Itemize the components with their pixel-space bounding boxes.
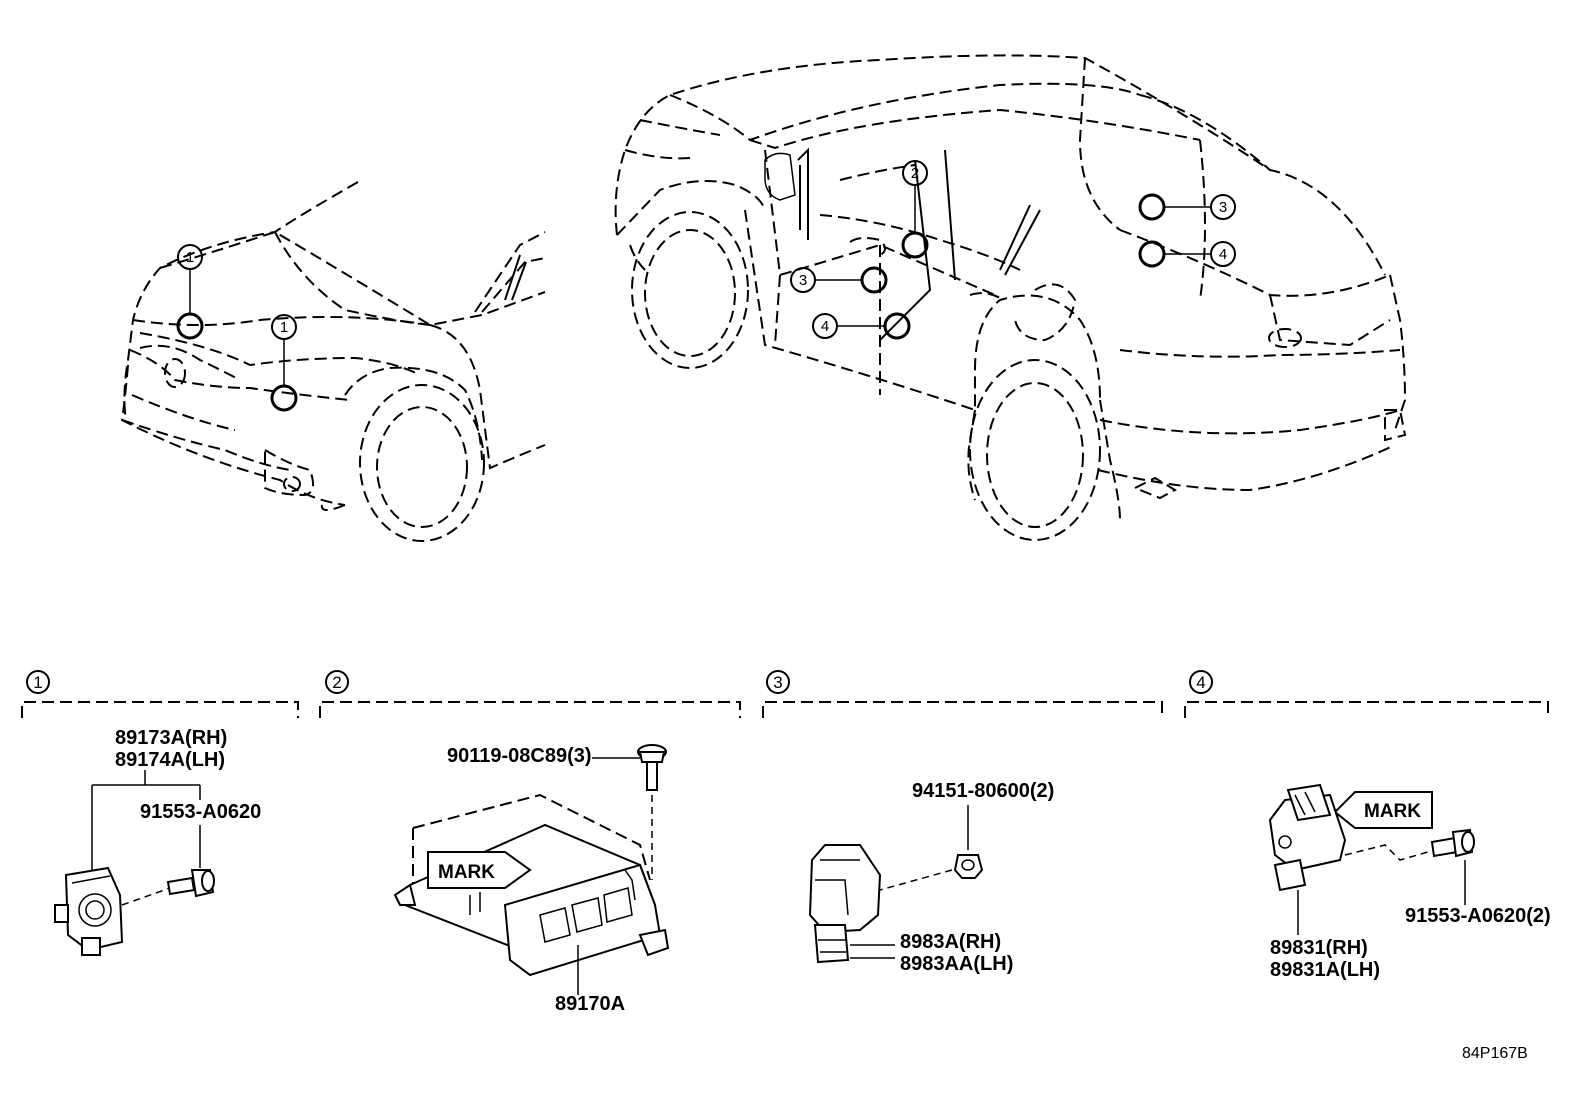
bolt-part xyxy=(637,744,667,791)
callout-4-marker: 4 xyxy=(1219,246,1227,263)
mark-label: MARK xyxy=(1364,801,1421,822)
airbag-control-module-group: 90119-08C89(3) MARK 89170A xyxy=(393,744,670,1015)
section-4: 4 xyxy=(1184,670,1549,718)
bolt-label-91553-2: 91553-A0620(2) xyxy=(1405,905,1551,927)
part-label-89831a: 89831A(LH) xyxy=(1270,959,1380,981)
callout-4-marker: 4 xyxy=(821,318,829,335)
bolt-label-91553: 91553-A0620 xyxy=(140,801,261,823)
front-airbag-sensor-group: 89173A(RH) 89174A(LH) 91553-A0620 xyxy=(54,727,261,956)
section-1: 1 xyxy=(21,670,299,718)
illustration-code: 84P167B xyxy=(1462,1045,1528,1062)
front-vehicle-illustration: 1 1 xyxy=(120,181,546,542)
nut-part xyxy=(953,854,984,879)
callout-3-marker: 3 xyxy=(799,272,807,289)
mark-tag: MARK xyxy=(1333,791,1433,829)
part-label-89831: 89831(RH) xyxy=(1270,937,1368,959)
callout-3-marker: 3 xyxy=(1219,199,1227,216)
bolt-part xyxy=(1430,828,1475,858)
rear-vehicle-illustration: 2 3 4 3 4 xyxy=(614,54,1407,541)
callout-2-marker: 2 xyxy=(911,165,919,182)
bolt-label-90119: 90119-08C89(3) xyxy=(447,745,592,767)
side-airbag-sensor-group: 94151-80600(2) 8983A(RH) 8983AA(LH) xyxy=(808,780,1054,975)
side-airbag-sensor-part xyxy=(808,844,882,964)
part-label-89170a: 89170A xyxy=(555,993,625,1015)
part-label-89173a: 89173A(RH) xyxy=(115,727,227,749)
section-3-number: 3 xyxy=(773,673,782,692)
section-3: 3 xyxy=(762,670,1163,718)
mark-tag: MARK xyxy=(427,851,532,889)
airbag-ecu-part xyxy=(393,823,670,977)
callout-1-marker: 1 xyxy=(186,249,194,266)
section-4-number: 4 xyxy=(1196,673,1205,692)
part-label-89174a: 89174A(LH) xyxy=(115,749,225,771)
part-label-8983aa: 8983AA(LH) xyxy=(900,953,1013,975)
rear-airbag-sensor-group: MARK 91553-A0620(2) 89831(RH) 89831A(LH) xyxy=(1268,783,1551,981)
section-2-number: 2 xyxy=(332,673,341,692)
part-label-8983a: 8983A(RH) xyxy=(900,931,1001,953)
callout-1-marker: 1 xyxy=(280,319,288,336)
nut-label-94151: 94151-80600(2) xyxy=(912,780,1054,802)
section-2: 2 xyxy=(319,670,741,718)
section-1-number: 1 xyxy=(33,673,42,692)
bolt-part xyxy=(166,869,215,898)
mark-label: MARK xyxy=(438,862,495,883)
front-airbag-sensor-part xyxy=(54,866,124,956)
rear-airbag-sensor-part xyxy=(1268,783,1347,892)
